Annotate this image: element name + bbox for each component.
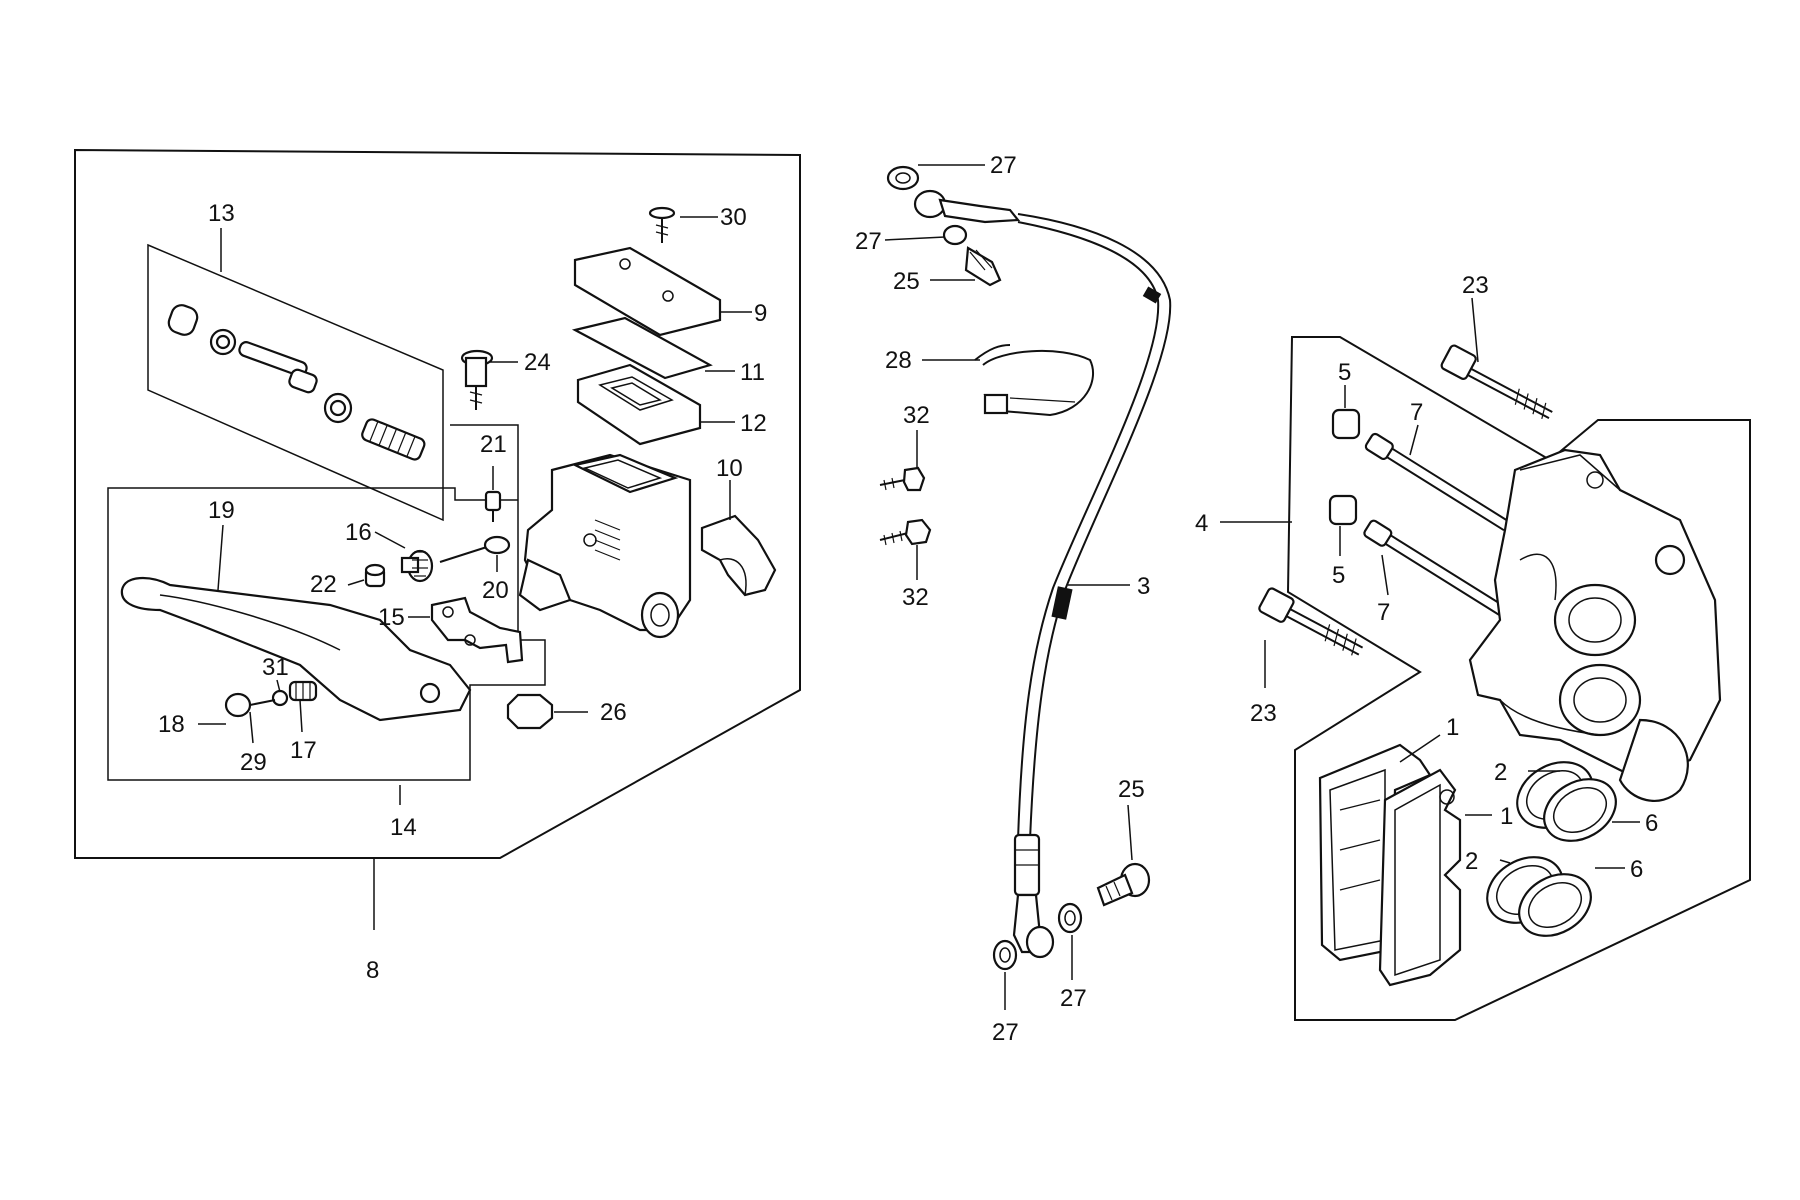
lever-small-parts bbox=[224, 490, 524, 718]
label-6-bottom: 6 bbox=[1630, 856, 1643, 883]
label-8: 8 bbox=[366, 957, 379, 984]
label-25-bottom: 25 bbox=[1118, 776, 1145, 803]
label-1-top: 1 bbox=[1446, 714, 1459, 741]
label-32-top: 32 bbox=[903, 402, 930, 429]
label-15: 15 bbox=[378, 604, 405, 631]
seals-pistons bbox=[1486, 761, 1617, 937]
label-31: 31 bbox=[262, 654, 289, 681]
caliper-body bbox=[1468, 448, 1722, 802]
label-17: 17 bbox=[290, 737, 317, 764]
caliper-4-outline bbox=[1286, 336, 1751, 1021]
label-9: 9 bbox=[754, 300, 767, 327]
label-2-top: 2 bbox=[1494, 759, 1507, 786]
piston-kit-13-outline bbox=[147, 243, 444, 522]
label-14: 14 bbox=[390, 814, 417, 841]
label-27-bottom-left: 27 bbox=[992, 1019, 1019, 1046]
label-18: 18 bbox=[158, 711, 185, 738]
reservoir-cap-stack bbox=[571, 206, 722, 446]
label-27-bottom-right: 27 bbox=[1060, 985, 1087, 1012]
label-4: 4 bbox=[1195, 510, 1208, 537]
label-1-bottom: 1 bbox=[1500, 803, 1513, 830]
label-23-top: 23 bbox=[1462, 272, 1489, 299]
label-21: 21 bbox=[480, 431, 507, 458]
label-2-bottom: 2 bbox=[1465, 848, 1478, 875]
part-labels: 13 30 9 24 11 12 21 10 19 16 22 20 15 31… bbox=[158, 152, 1658, 1046]
bolt-23-top bbox=[1440, 344, 1553, 420]
label-7-bottom: 7 bbox=[1377, 599, 1390, 626]
brake-hose-assembly bbox=[879, 164, 1172, 1010]
label-3: 3 bbox=[1137, 573, 1150, 600]
assembly-8-outline bbox=[74, 148, 801, 859]
label-16: 16 bbox=[345, 519, 372, 546]
master-cylinder-body bbox=[518, 453, 692, 639]
nut-26 bbox=[506, 693, 554, 730]
label-20: 20 bbox=[482, 577, 509, 604]
label-22: 22 bbox=[310, 571, 337, 598]
label-6-top: 6 bbox=[1645, 810, 1658, 837]
brake-lever-19 bbox=[120, 577, 472, 722]
label-28: 28 bbox=[885, 347, 912, 374]
label-13: 13 bbox=[208, 200, 235, 227]
label-27-top: 27 bbox=[990, 152, 1017, 179]
brake-pads-1 bbox=[1318, 743, 1462, 987]
label-10: 10 bbox=[716, 455, 743, 482]
master-cylinder-assembly bbox=[74, 148, 801, 930]
label-27-mid: 27 bbox=[855, 228, 882, 255]
label-5-top: 5 bbox=[1338, 359, 1351, 386]
label-11: 11 bbox=[740, 359, 765, 386]
label-23-bottom: 23 bbox=[1250, 700, 1277, 727]
caliper-assembly bbox=[1220, 297, 1751, 1021]
label-24: 24 bbox=[524, 349, 551, 376]
label-19: 19 bbox=[208, 497, 235, 524]
label-32-bottom: 32 bbox=[902, 584, 929, 611]
bolts-32 bbox=[879, 466, 932, 546]
label-25-top: 25 bbox=[893, 268, 920, 295]
label-7-top: 7 bbox=[1410, 399, 1423, 426]
label-30: 30 bbox=[720, 204, 747, 231]
bolt-24 bbox=[460, 349, 494, 410]
label-12: 12 bbox=[740, 410, 767, 437]
label-26: 26 bbox=[600, 699, 627, 726]
label-5-bottom: 5 bbox=[1332, 562, 1345, 589]
clamp-10 bbox=[700, 514, 777, 597]
label-29: 29 bbox=[240, 749, 267, 776]
piston-kit-parts bbox=[167, 304, 426, 461]
lever-assembly-14-outline bbox=[107, 424, 546, 781]
bolt-23-bottom bbox=[1258, 587, 1364, 656]
master-leader-lines bbox=[198, 216, 752, 930]
